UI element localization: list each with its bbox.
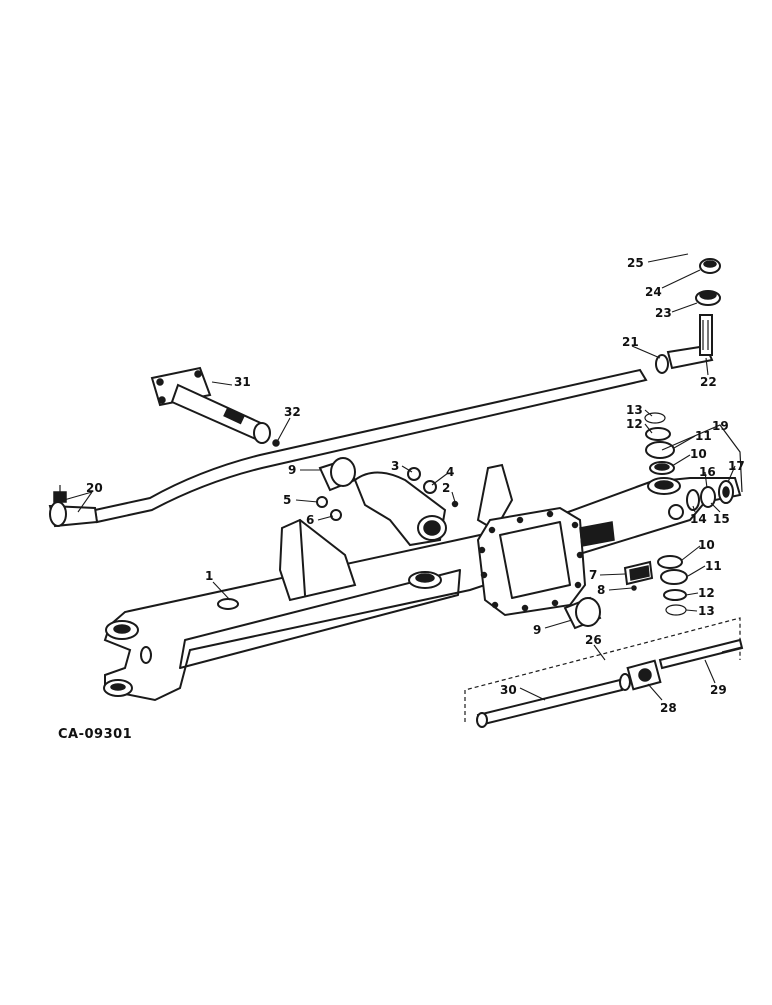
callout-7: 7 [589,568,597,582]
bushing-11-upper [645,441,675,459]
callout-13-lower: 13 [698,604,715,618]
pin-2 [451,500,459,508]
callout-25: 25 [627,256,644,270]
callout-28: 28 [660,701,677,715]
callout-6: 6 [306,513,314,527]
callout-17: 17 [728,459,745,473]
tie-rod [93,368,648,524]
callouts: 1 2 3 4 5 6 7 8 9 9 10 10 11 11 12 12 13… [86,256,745,715]
callout-14: 14 [690,512,707,526]
callout-10-lower: 10 [698,538,715,552]
callout-31: 31 [234,375,251,389]
ring-12-lower [663,589,687,601]
callout-21: 21 [622,335,639,349]
callout-20: 20 [86,481,103,495]
callout-29: 29 [710,683,727,697]
leader-lines [63,253,736,701]
bushing-9-lower [563,596,602,630]
snap-ring-13-upper [644,412,666,424]
bushing-9-upper [318,457,357,492]
callout-24: 24 [645,285,662,299]
callout-22: 22 [700,375,717,389]
axle-housing [103,463,742,702]
callout-15: 15 [713,512,730,526]
callout-9-upper: 9 [288,463,296,477]
drive-shaft-group [464,617,744,728]
kit-19 [661,424,743,511]
tie-rod-end-right [655,314,714,374]
callout-23: 23 [655,306,672,320]
drawing-code: CA-09301 [58,727,132,742]
callout-11-lower: 11 [705,559,722,573]
seal-10-lower [657,555,683,569]
callout-30: 30 [500,683,517,697]
grease-fitting-3 [407,467,421,481]
callout-11-upper: 11 [695,429,712,443]
callout-4: 4 [446,465,454,479]
cap-top [703,260,717,268]
callout-5: 5 [283,493,291,507]
callout-3: 3 [391,459,399,473]
callout-12-lower: 12 [698,586,715,600]
callout-8: 8 [597,583,605,597]
callout-16: 16 [699,465,716,479]
callout-2: 2 [442,481,450,495]
pin-8 [631,585,637,591]
castle-nut-top [699,290,717,300]
steering-cylinder [150,366,280,447]
callout-13-upper: 13 [626,403,643,417]
callout-10-upper: 10 [690,447,707,461]
tie-rod-end-left [48,485,99,528]
callout-9-lower: 9 [533,623,541,637]
callout-19: 19 [712,419,729,433]
snap-ring-13-lower [665,604,687,616]
callout-12-upper: 12 [626,417,643,431]
bushing-11-lower [660,569,688,585]
washer-6 [330,509,342,521]
callout-26: 26 [585,633,602,647]
callout-32: 32 [284,405,301,419]
ring-12-upper [645,427,671,441]
fitting-5 [316,496,328,508]
callout-1: 1 [205,569,213,583]
